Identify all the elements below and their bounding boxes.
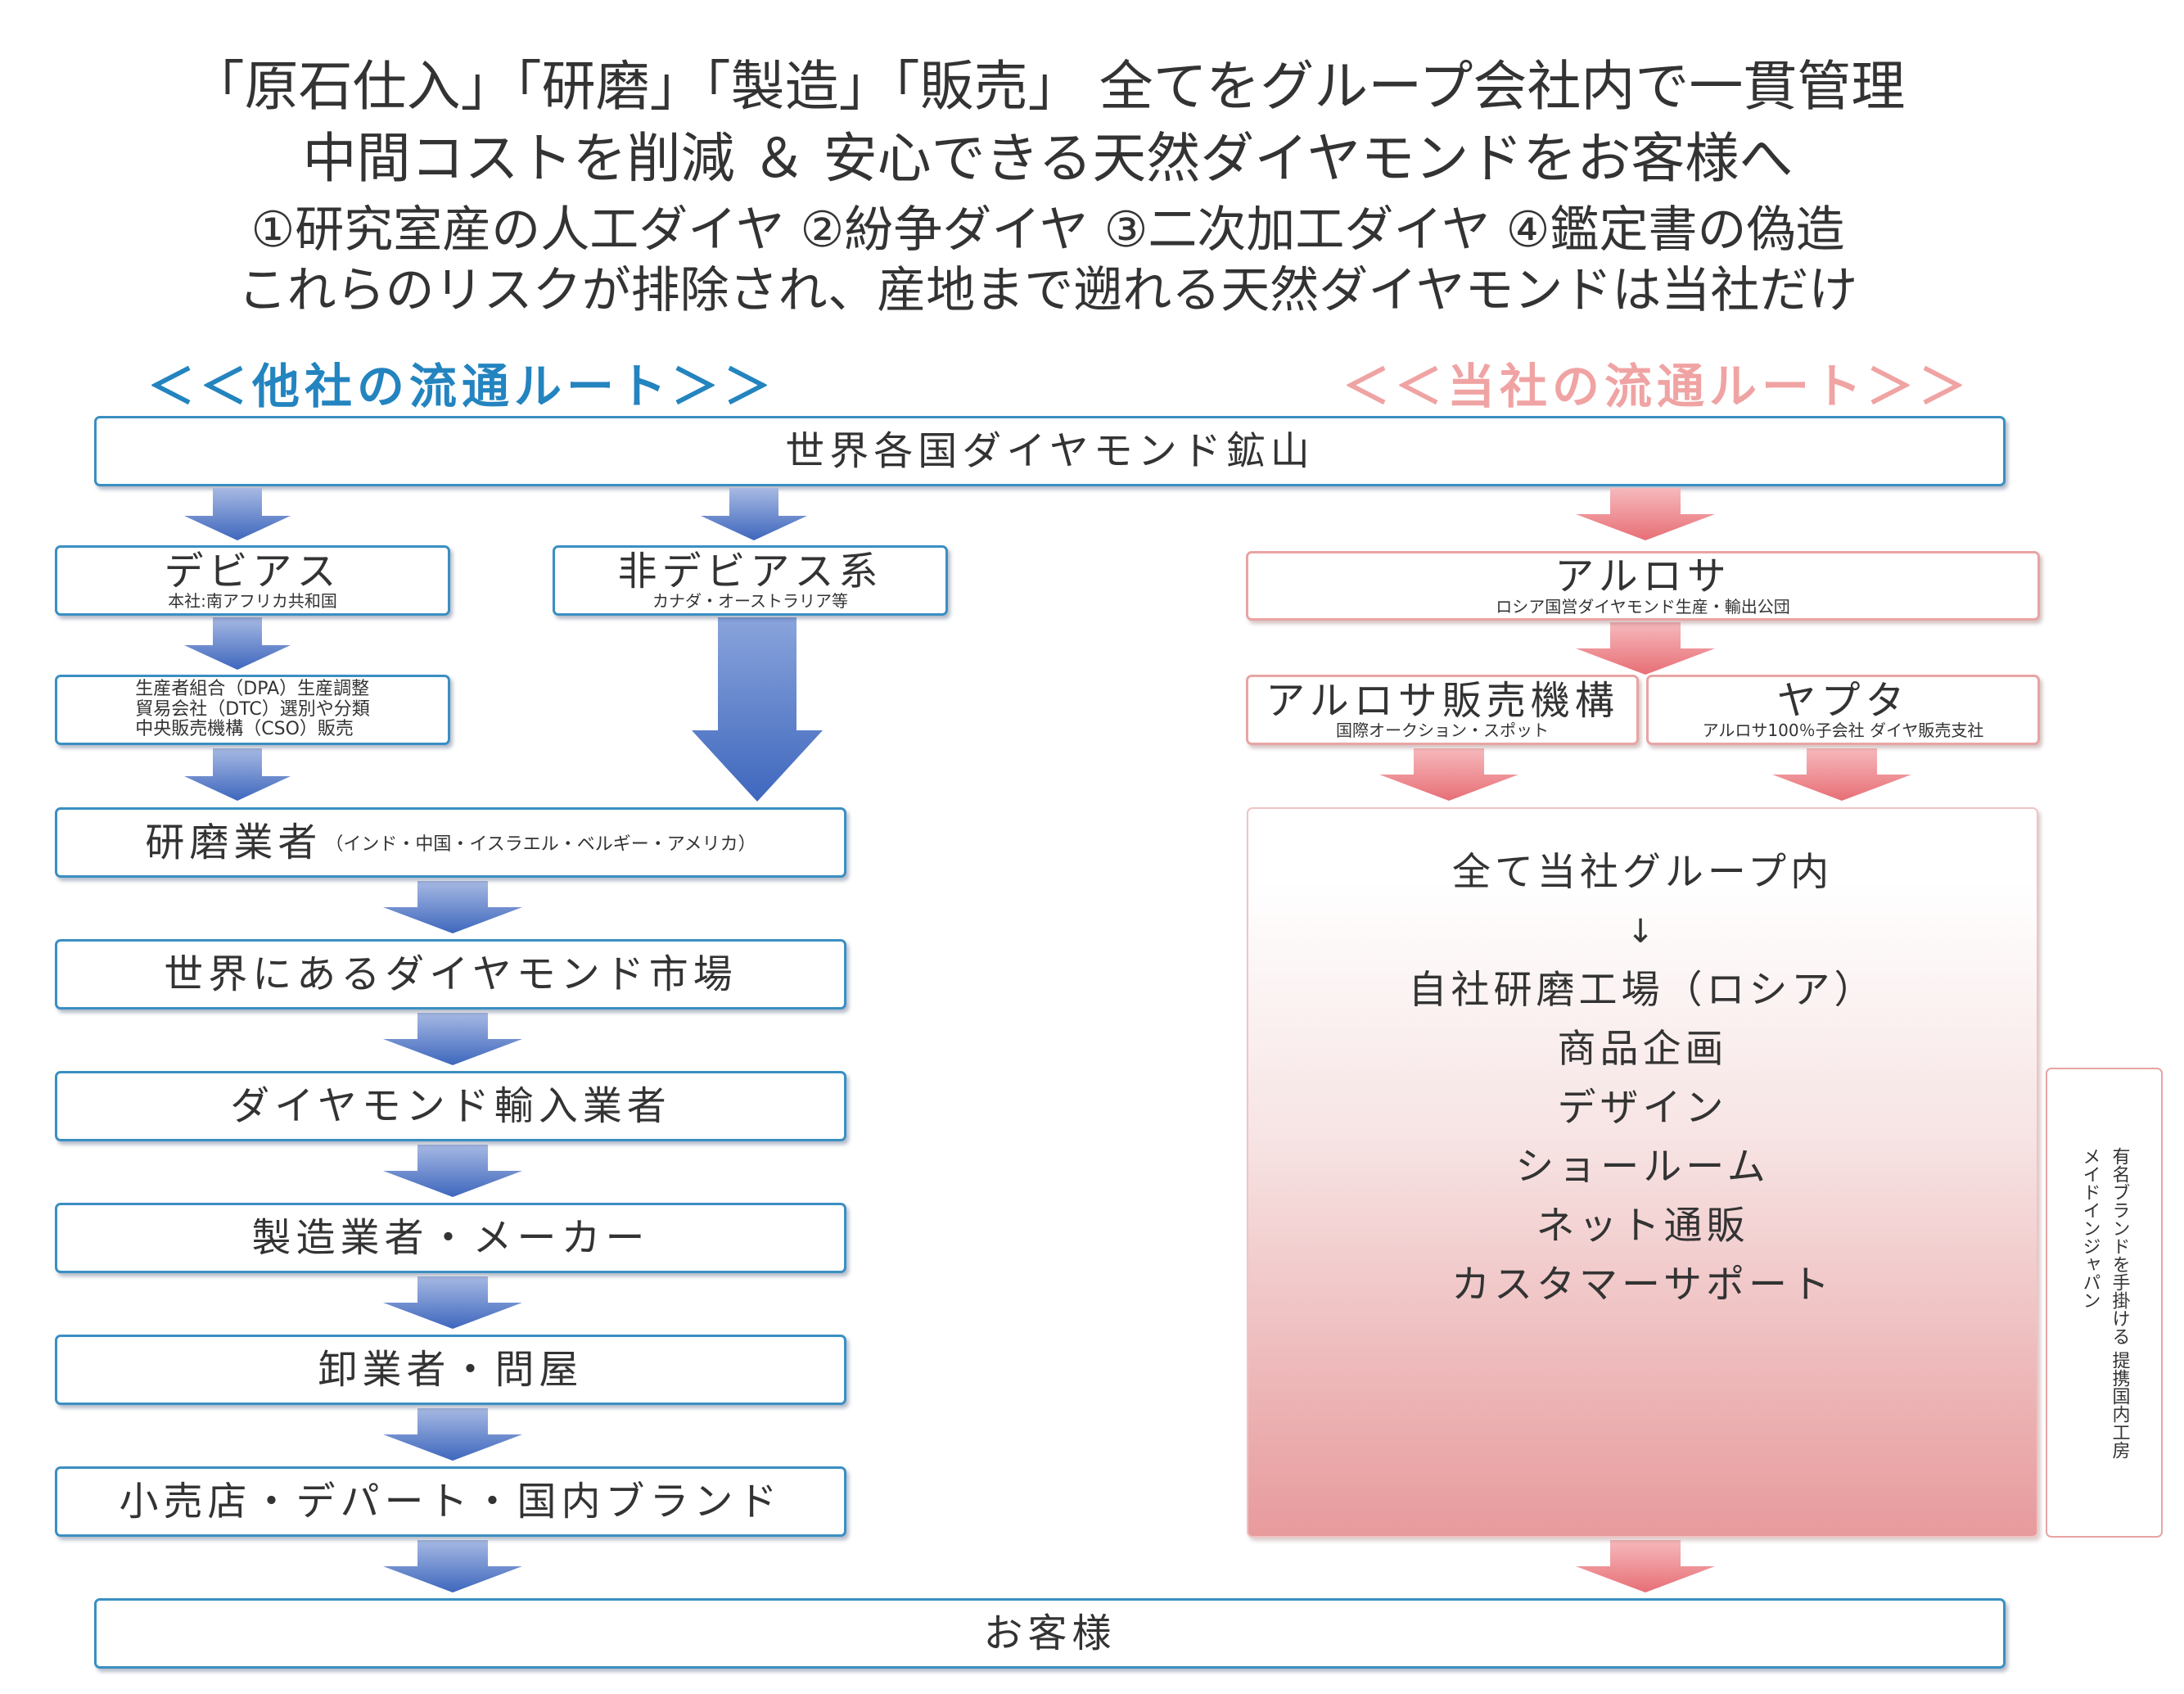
- arrow-down-icon: [184, 617, 291, 670]
- arrow-down-icon: [1379, 748, 1518, 801]
- arrow-down-icon: [701, 488, 807, 540]
- dtc-line: 貿易会社（DTC）選別や分類: [135, 698, 370, 720]
- group-arrow-icon: ↓: [1627, 913, 1658, 951]
- alrosa-sales-label: アルロサ販売機構: [1266, 677, 1619, 724]
- non-debeers-box: 非デビアス系 カナダ・オーストラリア等: [553, 545, 948, 616]
- side-note-box: 有名ブランドを手掛ける 提携国内工房 メイドインジャパン: [2046, 1068, 2163, 1538]
- headline-3: ①研究室産の人工ダイヤ ②紛争ダイヤ ③二次加工ダイヤ ④鑑定書の偽造: [250, 201, 1845, 259]
- customer-label: お客様: [983, 1610, 1117, 1656]
- customer-box: お客様: [94, 1598, 2006, 1669]
- alrosa-label: アルロサ: [1555, 553, 1731, 600]
- market-label: 世界にあるダイヤモンド市場: [164, 951, 738, 997]
- maker-label: 製造業者・メーカー: [251, 1214, 650, 1261]
- step-box: 世界にあるダイヤモンド市場: [55, 939, 846, 1010]
- alrosa-box: アルロサ ロシア国営ダイヤモンド生産・輸出公団: [1246, 551, 2040, 621]
- mine-box: 世界各国ダイヤモンド鉱山: [94, 416, 2006, 486]
- yaputa-box: ヤプタ アルロサ100％子会社 ダイヤ販売支社: [1646, 675, 2040, 745]
- arrow-down-icon: [383, 881, 522, 933]
- side-note-line-1: 有名ブランドを手掛ける 提携国内工房: [2109, 1146, 2130, 1459]
- debeers-box: デビアス 本社:南アフリカ共和国: [55, 545, 450, 616]
- step-box: 卸業者・問屋: [55, 1335, 846, 1405]
- debeers-label: デビアス: [164, 548, 341, 594]
- other-route-title: ＜＜他社の流通ルート＞＞: [147, 359, 777, 414]
- group-title: 全て当社グループ内: [1451, 850, 1834, 895]
- arrow-down-icon: [383, 1540, 522, 1592]
- alrosa-sales-sub: 国際オークション・スポット: [1336, 721, 1549, 741]
- yaputa-label: ヤプタ: [1776, 677, 1910, 724]
- arrow-down-icon: [383, 1276, 522, 1329]
- step-box: 製造業者・メーカー: [55, 1203, 846, 1273]
- dpa-box: 生産者組合（DPA）生産調整 貿易会社（DTC）選別や分類 中央販売機構（CSO…: [55, 675, 450, 745]
- arrow-down-large-icon: [692, 617, 823, 802]
- debeers-sub: 本社:南アフリカ共和国: [168, 591, 337, 612]
- polisher-label: 研磨業者: [145, 819, 323, 865]
- group-item-planning: 商品企画: [1557, 1027, 1728, 1072]
- alrosa-sales-box: アルロサ販売機構 国際オークション・スポット: [1246, 675, 1639, 745]
- arrow-down-icon: [383, 1408, 522, 1461]
- group-item-design: デザイン: [1557, 1086, 1728, 1131]
- arrow-down-icon: [383, 1145, 522, 1197]
- arrow-down-icon: [383, 1013, 522, 1065]
- arrow-down-icon: [1576, 1540, 1715, 1592]
- our-route-title: ＜＜当社の流通ルート＞＞: [1342, 359, 1972, 414]
- alrosa-sub: ロシア国営ダイヤモンド生産・輸出公団: [1496, 596, 1790, 617]
- cso-line: 中央販売機構（CSO）販売: [135, 719, 354, 740]
- group-box: 全て当社グループ内 ↓ 自社研磨工場（ロシア） 商品企画 デザイン ショールーム…: [1247, 807, 2038, 1538]
- arrow-down-icon: [1772, 748, 1911, 801]
- retailer-label: 小売店・デパート・国内ブランド: [119, 1478, 783, 1525]
- non-debeers-sub: カナダ・オーストラリア等: [652, 591, 848, 612]
- group-item-showroom: ショールーム: [1515, 1145, 1770, 1190]
- headline-4: これらのリスクが排除され、産地まで遡れる天然ダイヤモンドは当社だけ: [237, 262, 1858, 319]
- group-item-support: カスタマーサポート: [1451, 1263, 1834, 1308]
- mine-label: 世界各国ダイヤモンド鉱山: [785, 427, 1315, 474]
- arrow-down-icon: [184, 488, 291, 540]
- headline-2: 中間コストを削減 ＆ 安心できる天然ダイヤモンドをお客様へ: [302, 127, 1794, 190]
- importer-label: ダイヤモンド輸入業者: [230, 1082, 671, 1129]
- group-item-online-shop: ネット通販: [1536, 1204, 1749, 1249]
- polisher-sub: （インド・中国・イスラエル・ベルギー・アメリカ）: [325, 834, 756, 855]
- non-debeers-label: 非デビアス系: [617, 548, 883, 594]
- arrow-down-icon: [184, 748, 291, 801]
- polisher-box: 研磨業者 （インド・中国・イスラエル・ベルギー・アメリカ）: [55, 807, 846, 878]
- step-box: ダイヤモンド輸入業者: [55, 1071, 846, 1141]
- headline-1: 「原石仕入」「研磨」「製造」「販売」 全てをグループ会社内で一貫管理: [190, 55, 1906, 118]
- step-box: 小売店・デパート・国内ブランド: [55, 1466, 846, 1537]
- arrow-down-icon: [1576, 488, 1715, 540]
- wholesaler-label: 卸業者・問屋: [318, 1346, 584, 1393]
- yaputa-sub: アルロサ100％子会社 ダイヤ販売支社: [1702, 721, 1984, 741]
- arrow-down-icon: [1576, 622, 1715, 675]
- dpa-line: 生産者組合（DPA）生産調整: [135, 679, 370, 700]
- side-note-line-2: メイドインジャパン: [2079, 1146, 2101, 1309]
- group-item-factory: 自社研磨工場（ロシア）: [1408, 968, 1877, 1013]
